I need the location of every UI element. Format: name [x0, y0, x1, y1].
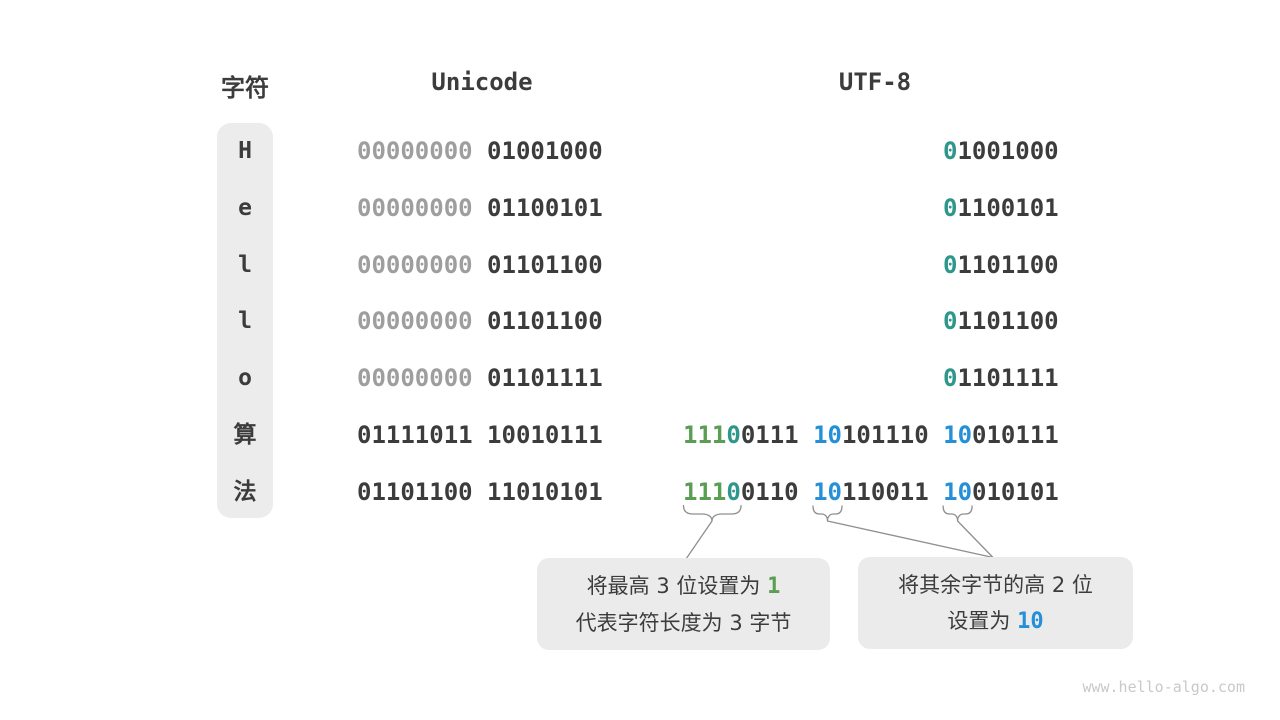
bit-segment: 0111: [740, 421, 799, 449]
bit-segment: 1101111: [957, 364, 1059, 393]
bit-segment: 10: [813, 421, 842, 449]
bit-segment: 00000000: [357, 307, 473, 336]
utf8-cell: 11100110 10110011 10010101: [683, 464, 1059, 521]
bit-segment: 1001000: [957, 137, 1059, 165]
bit-segment: 10010111: [487, 421, 603, 449]
callout-high-bits: 将最高 3 位设置为 1 代表字符长度为 3 字节: [537, 558, 830, 650]
bit-segment: 01001000: [487, 137, 603, 165]
column-header-utf8: UTF-8: [838, 68, 912, 96]
bit-segment: 10: [943, 421, 973, 449]
bit-segment: 0: [943, 307, 958, 336]
callout-high-bits-line2: 代表字符长度为 3 字节: [576, 605, 792, 641]
utf8-cell: 01101100: [943, 293, 1059, 350]
bit-segment: 10: [813, 477, 842, 506]
bit-segment: 1101100: [957, 307, 1059, 336]
bit-segment: 0: [726, 421, 741, 449]
char-cell: o: [238, 365, 252, 392]
bit-segment: 0: [943, 193, 958, 222]
bit-segment: 111: [683, 421, 727, 449]
char-cell: H: [238, 138, 252, 164]
utf8-cell: 11100111 10101110 10010111: [683, 407, 1059, 464]
bit-segment: 010101: [972, 477, 1059, 506]
bit-segment: 01101111: [487, 364, 603, 393]
bit-segment: 1101100: [957, 250, 1059, 279]
bit-segment: 00000000: [357, 193, 473, 222]
unicode-cell: 00000000 01101100: [357, 293, 603, 350]
char-cell: 法: [233, 478, 257, 505]
utf8-cell: 01101111: [943, 350, 1059, 407]
callout-high-bits-line1: 将最高 3 位设置为 1: [587, 568, 781, 605]
unicode-cell: 00000000 01001000: [357, 123, 603, 180]
bit-segment: 11010101: [487, 477, 603, 506]
highlight-bit-1: 1: [767, 573, 781, 599]
bit-segment: 01101100: [357, 477, 473, 506]
connector-line-right-1: [826, 520, 994, 559]
char-column-background: [217, 123, 273, 518]
bit-segment: 00000000: [357, 364, 473, 393]
bit-segment: 01111011: [357, 421, 473, 449]
bit-segment: 01101100: [487, 250, 603, 279]
bit-segment: 0: [726, 477, 741, 506]
bit-segment: 1100101: [957, 193, 1059, 222]
utf8-cell: 01001000: [943, 123, 1059, 180]
bit-segment: 0110: [740, 477, 799, 506]
column-header-unicode: Unicode: [431, 68, 533, 96]
bit-segment: 00000000: [357, 250, 473, 279]
char-cell: l: [238, 251, 252, 278]
utf8-cell: 01101100: [943, 237, 1059, 294]
unicode-cell: 01111011 10010111: [357, 407, 603, 464]
callout-continuation-bits: 将其余字节的高 2 位 设置为 10: [858, 557, 1133, 649]
connector-line-left: [685, 520, 713, 560]
char-cell: l: [238, 308, 252, 335]
bit-segment: 0: [943, 364, 958, 393]
callout-text: 代表字符长度为 3 字节: [575, 610, 792, 635]
bit-segment: 0: [943, 250, 958, 279]
bit-segment: 111: [683, 477, 727, 506]
char-cell: e: [238, 194, 252, 221]
bit-segment: 10: [943, 477, 973, 506]
bit-segment: 01100101: [487, 193, 603, 222]
column-header-char: 字符: [221, 74, 269, 102]
unicode-cell: 00000000 01101111: [357, 350, 603, 407]
callout-text: 将最高 3 位设置为: [586, 573, 768, 598]
callout-continuation-line2: 设置为 10: [947, 603, 1043, 640]
callout-text: 将其余字节的高 2 位: [898, 572, 1093, 597]
unicode-cell: 01101100 11010101: [357, 464, 603, 521]
unicode-cell: 00000000 01101100: [357, 237, 603, 294]
watermark: www.hello-algo.com: [1082, 678, 1245, 696]
bit-segment: 01101100: [487, 307, 603, 336]
utf8-cell: 01100101: [943, 180, 1059, 237]
bit-segment: 110011: [841, 477, 929, 506]
unicode-cell: 00000000 01100101: [357, 180, 603, 237]
bit-segment: 00000000: [357, 137, 473, 165]
bit-segment: 101110: [841, 421, 929, 449]
connector-line-right-2: [956, 520, 994, 559]
callout-continuation-line1: 将其余字节的高 2 位: [898, 567, 1093, 603]
highlight-bits-10: 10: [1017, 608, 1044, 634]
bit-segment: 010111: [972, 421, 1059, 449]
callout-text: 设置为: [947, 608, 1018, 633]
char-cell: 算: [233, 422, 257, 448]
bit-segment: 0: [943, 137, 958, 165]
